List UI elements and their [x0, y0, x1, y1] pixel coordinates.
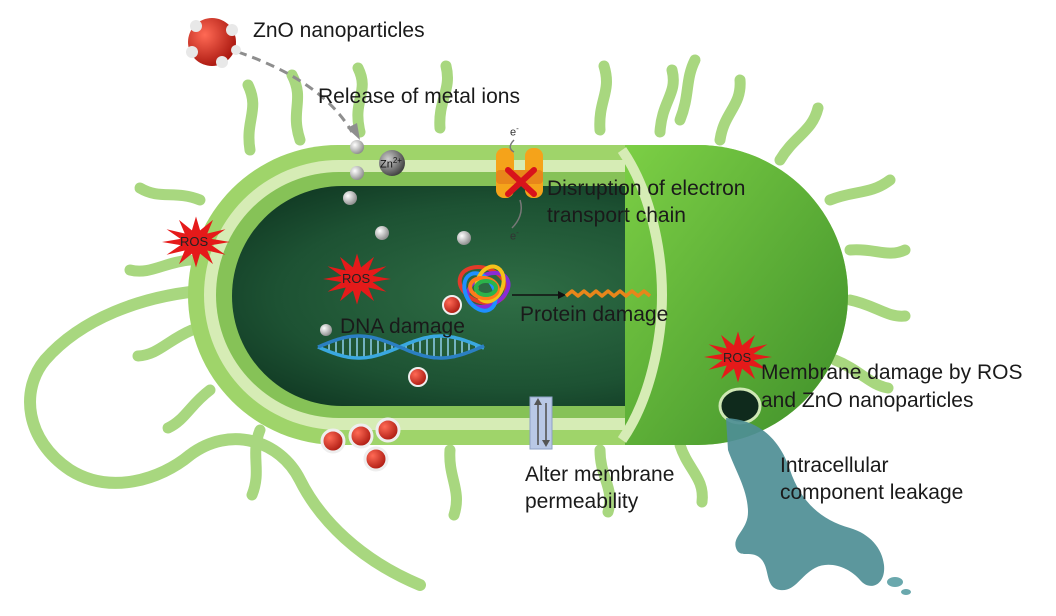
metal-ions: [320, 140, 471, 336]
zinc-ion: [379, 150, 405, 176]
label-dna-damage: DNA damage: [340, 315, 465, 338]
pilus: [844, 294, 911, 322]
pilus: [162, 384, 216, 434]
label-disruption-line2: transport chain: [547, 204, 686, 227]
pilus: [352, 62, 368, 138]
membrane-hole: [718, 387, 762, 425]
membrane-channel: [529, 396, 553, 450]
ros-star-center: [323, 253, 391, 305]
label-permeability-line2: permeability: [525, 490, 639, 513]
pilus: [594, 60, 612, 136]
ros-star-right: [704, 331, 772, 383]
release-arrow: [237, 50, 354, 133]
leak-droplet-1: [887, 577, 903, 587]
cap-edge-highlight: [617, 147, 668, 443]
cell-cap: [625, 145, 848, 445]
pilus: [674, 54, 701, 126]
label-leakage-line1: Intracellular: [780, 454, 889, 477]
nanoparticle-cluster: [320, 417, 401, 472]
electron-label-bottom: e-: [510, 228, 519, 243]
ros-text-left: ROS: [180, 234, 209, 249]
protein-arrowhead: [558, 291, 566, 299]
label-zno-nanoparticles: ZnO nanoparticles: [253, 19, 425, 42]
label-protein-damage: Protein damage: [520, 303, 669, 326]
flagellum: [24, 284, 426, 591]
pilus: [434, 60, 453, 134]
ros-text-center: ROS: [342, 271, 371, 286]
ros-text-right: ROS: [723, 350, 752, 365]
pilus: [774, 102, 824, 166]
nanoparticle-near-dna: [408, 367, 428, 387]
denatured-protein: [564, 289, 652, 298]
zno-nanoparticle: [186, 18, 241, 68]
nanoparticle-at-protein: [442, 295, 462, 315]
electron-label-top: e-: [510, 124, 519, 139]
pili-group: [124, 54, 911, 521]
dna-helix: [317, 334, 485, 360]
pilus: [444, 444, 462, 521]
pilus: [829, 354, 894, 394]
pilus: [844, 244, 911, 259]
pilus: [674, 439, 708, 508]
ros-star-left: [162, 216, 230, 268]
electron-transport-protein: [496, 139, 543, 229]
label-leakage-line2: component leakage: [780, 481, 964, 504]
dna-strand: [317, 334, 485, 360]
label-release-metal-ions: Release of metal ions: [318, 85, 520, 108]
protein-tangle: [457, 264, 511, 313]
pilus: [824, 174, 896, 206]
pilus: [134, 182, 206, 206]
pilus: [132, 324, 198, 362]
release-arrowhead: [347, 123, 360, 140]
zinc-ion-label: Zn2+: [380, 156, 402, 171]
pilus: [654, 64, 679, 138]
pilus: [242, 79, 259, 156]
pilus: [594, 444, 616, 518]
label-membrane-line2: and ZnO nanoparticles: [761, 389, 974, 412]
label-disruption-line1: Disruption of electron: [547, 177, 746, 200]
pilus: [714, 74, 746, 146]
pilus: [286, 69, 306, 146]
label-permeability-line1: Alter membrane: [525, 463, 675, 486]
leak-droplet-2: [901, 589, 911, 595]
label-membrane-line1: Membrane damage by ROS: [761, 361, 1023, 384]
leakage-plume: [726, 418, 885, 591]
pilus: [124, 254, 196, 277]
